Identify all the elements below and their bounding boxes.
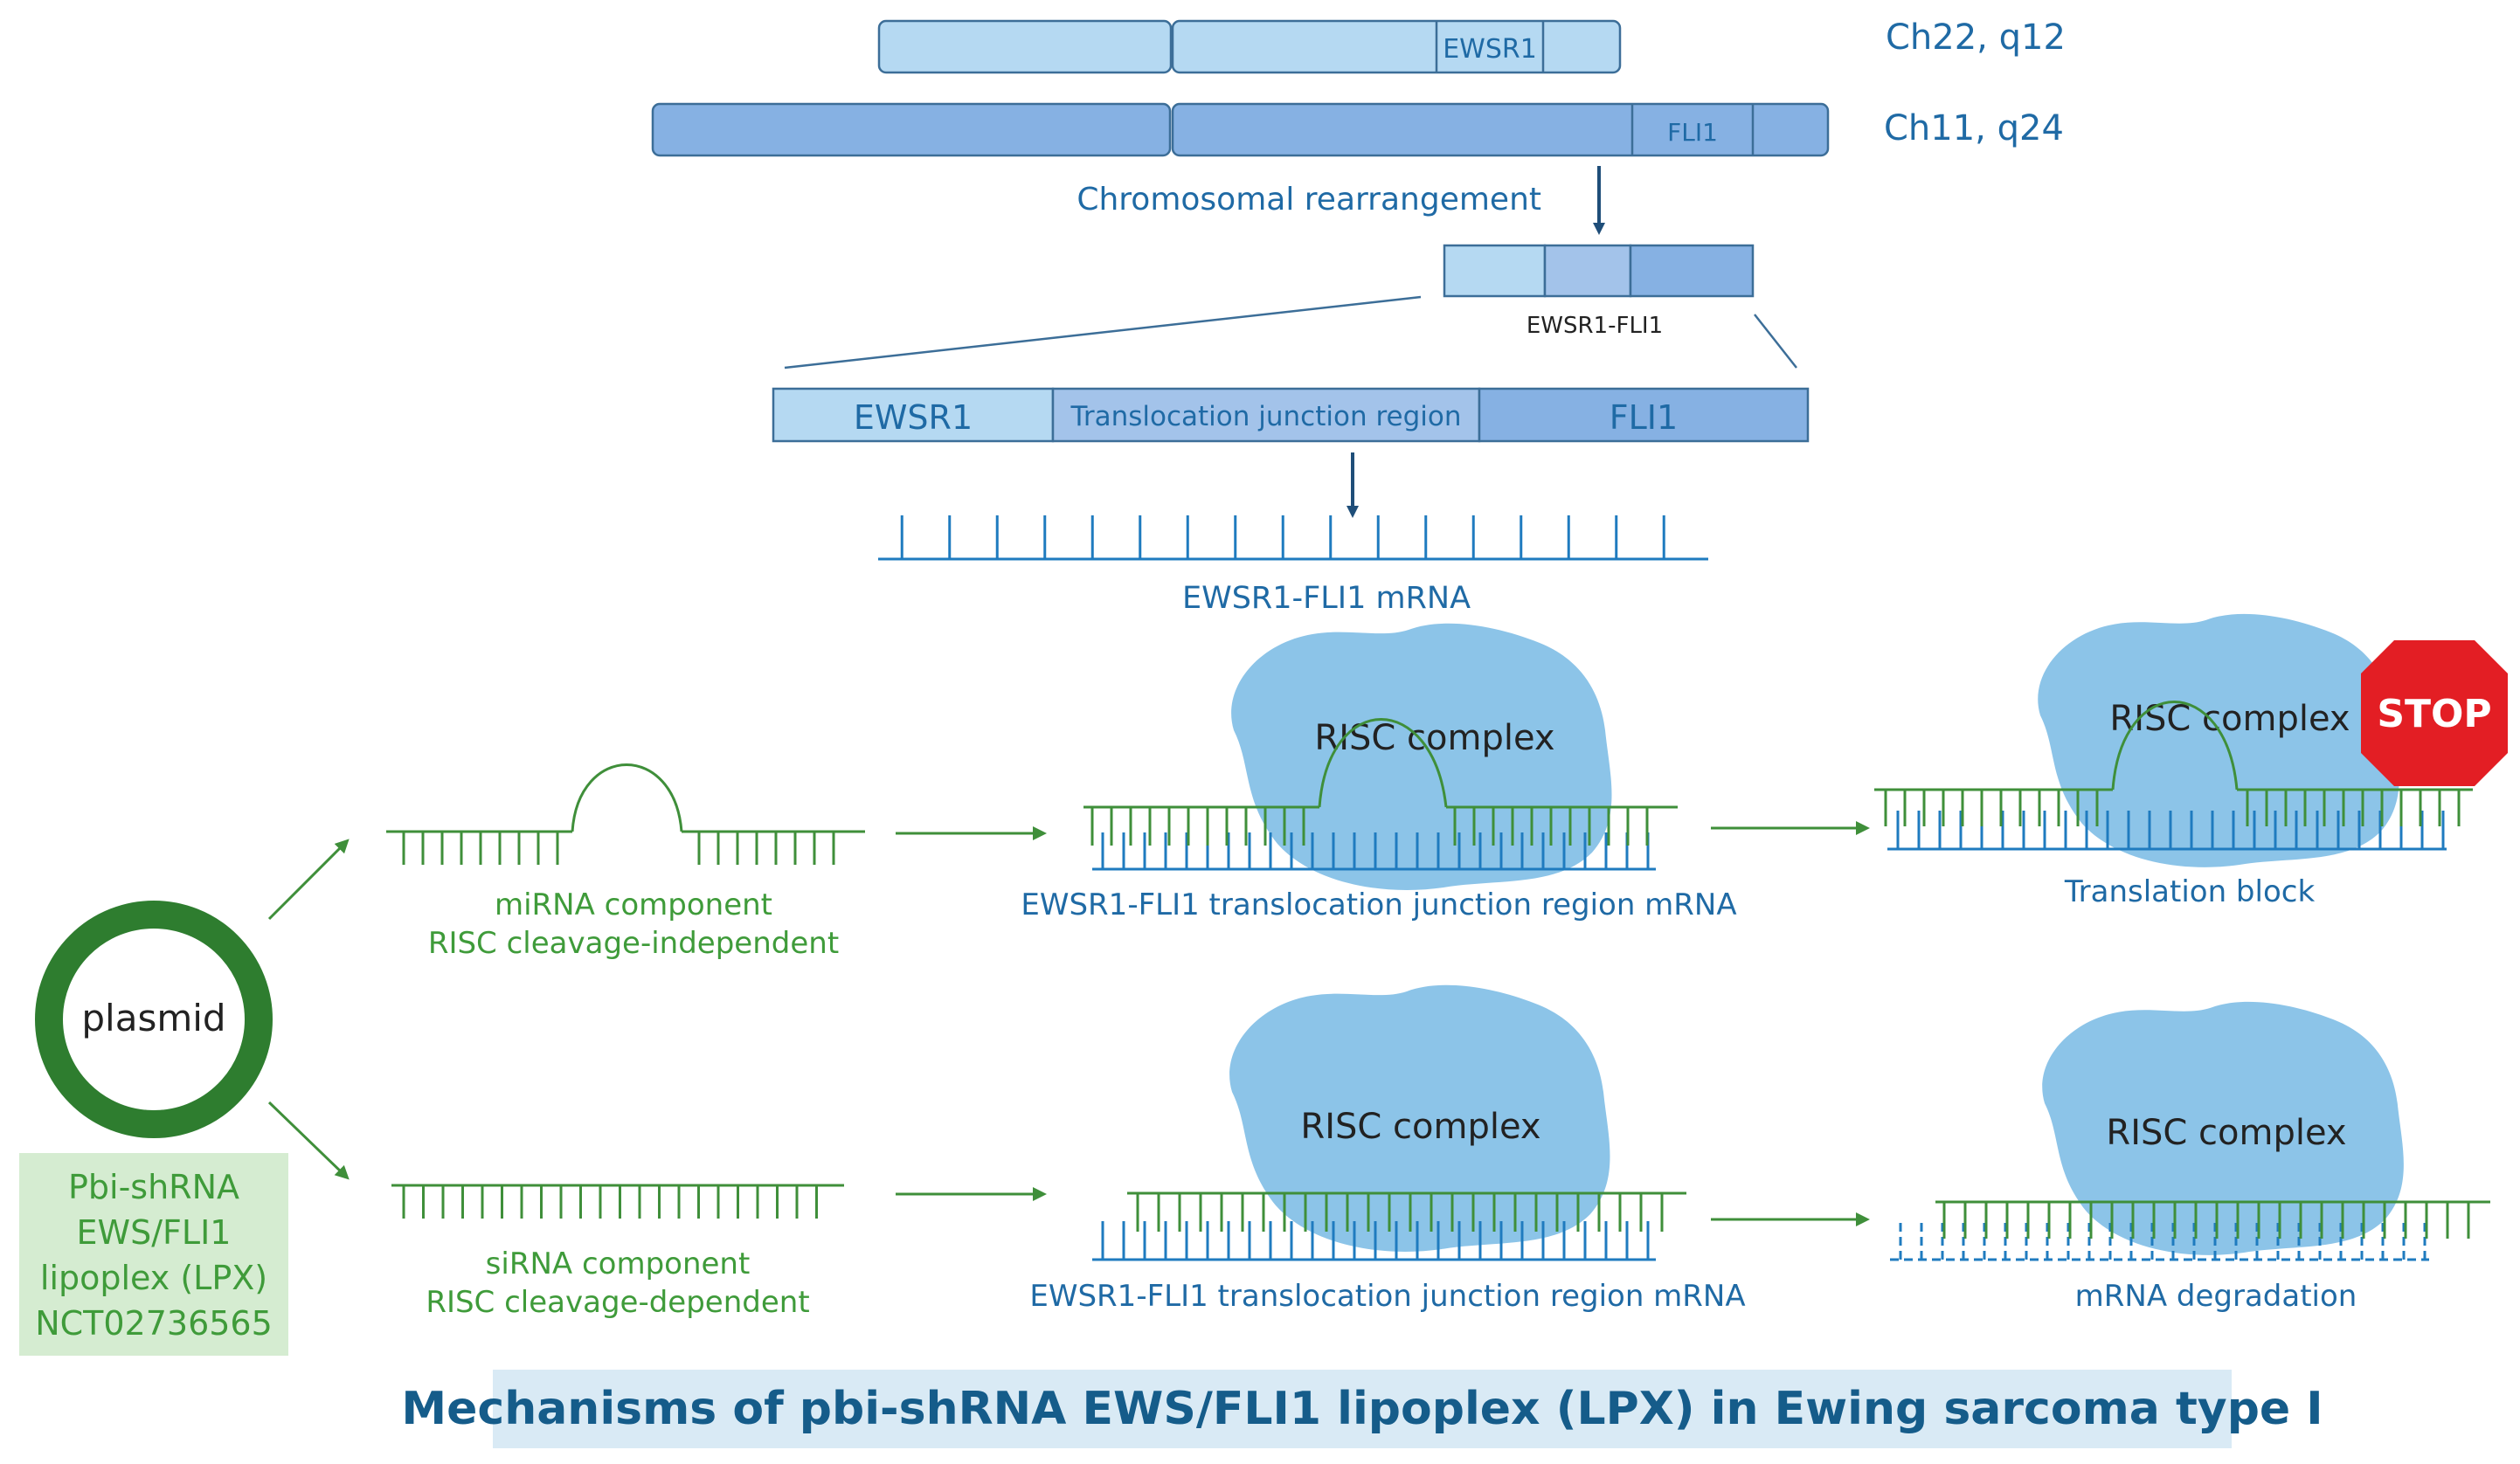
junction-middle-label: Translocation junction region xyxy=(1070,401,1461,432)
plasmid-info-line-1: Pbi-shRNA xyxy=(68,1168,239,1206)
fusion-gene-label: EWSR1-FLI1 xyxy=(1527,313,1663,339)
sirna-target-label: EWSR1-FLI1 translocation junction region… xyxy=(1029,1279,1745,1314)
sirna-bound-duplex xyxy=(1092,1191,1686,1261)
ch11-label: Ch11, q24 xyxy=(1884,108,2064,148)
figure-title: Mechanisms of pbi-shRNA EWS/FLI1 lipople… xyxy=(401,1370,2323,1448)
mirna-component-label: miRNA component xyxy=(495,887,772,922)
translation-block-label: Translation block xyxy=(2064,874,2316,909)
degradation-duplex xyxy=(1890,1200,2490,1261)
zoom-line-right xyxy=(1754,314,1797,369)
fusion-mrna xyxy=(878,515,1708,561)
degradation-risc-label: RISC complex xyxy=(2106,1113,2346,1153)
sirna-strand xyxy=(391,1184,844,1219)
rearrangement-label: Chromosomal rearrangement xyxy=(1077,182,1541,218)
junction-region-bar: EWSR1 Translocation junction region FLI1 xyxy=(772,387,1810,443)
mirna-mechanism-label: RISC cleavage-independent xyxy=(428,926,839,961)
sirna-risc-label: RISC complex xyxy=(1300,1107,1540,1147)
translation-block-risc-complex xyxy=(2038,613,2399,867)
plasmid-to-sirna-arrow xyxy=(267,1101,350,1180)
sirna-mechanism-label: RISC cleavage-dependent xyxy=(426,1285,809,1320)
plasmid-label: plasmid xyxy=(81,997,225,1039)
mirna-hairpin xyxy=(386,763,865,865)
stop-sign-icon xyxy=(2361,640,2508,786)
chromosome-22: EWSR1 xyxy=(877,19,1622,74)
mrna-degradation-label: mRNA degradation xyxy=(2075,1279,2357,1314)
junction-right-label: FLI1 xyxy=(1610,398,1678,437)
plasmid-info-line-2: EWS/FLI1 xyxy=(77,1213,232,1252)
fusion-mrna-label: EWSR1-FLI1 mRNA xyxy=(1182,581,1471,616)
plasmid-info-line-3: lipoplex (LPX) xyxy=(40,1259,267,1297)
mirna-risc-label: RISC complex xyxy=(1314,718,1554,758)
translation-block-risc-label: RISC complex xyxy=(2109,699,2350,739)
mirna-bound-duplex xyxy=(1083,718,1678,871)
plasmid-to-mirna-arrow xyxy=(267,839,350,921)
mirna-target-label: EWSR1-FLI1 translocation junction region… xyxy=(1021,887,1736,922)
sirna-component-label: siRNA component xyxy=(486,1246,751,1281)
ch22-label: Ch22, q12 xyxy=(1886,17,2066,58)
plasmid-ring xyxy=(35,901,273,1138)
translation-block-duplex xyxy=(1874,701,2473,851)
junction-left-label: EWSR1 xyxy=(854,398,973,437)
ch22-gene-label: EWSR1 xyxy=(1443,34,1537,65)
chromosome-11: FLI1 xyxy=(651,102,1830,157)
plasmid-info-box xyxy=(19,1153,288,1356)
plasmid-info-line-4: NCT02736565 xyxy=(35,1304,273,1343)
fusion-gene-bar xyxy=(1443,244,1755,298)
ch11-gene-label: FLI1 xyxy=(1667,118,1718,147)
zoom-line-left xyxy=(784,295,1422,369)
stop-sign-label: STOP xyxy=(2377,692,2491,736)
